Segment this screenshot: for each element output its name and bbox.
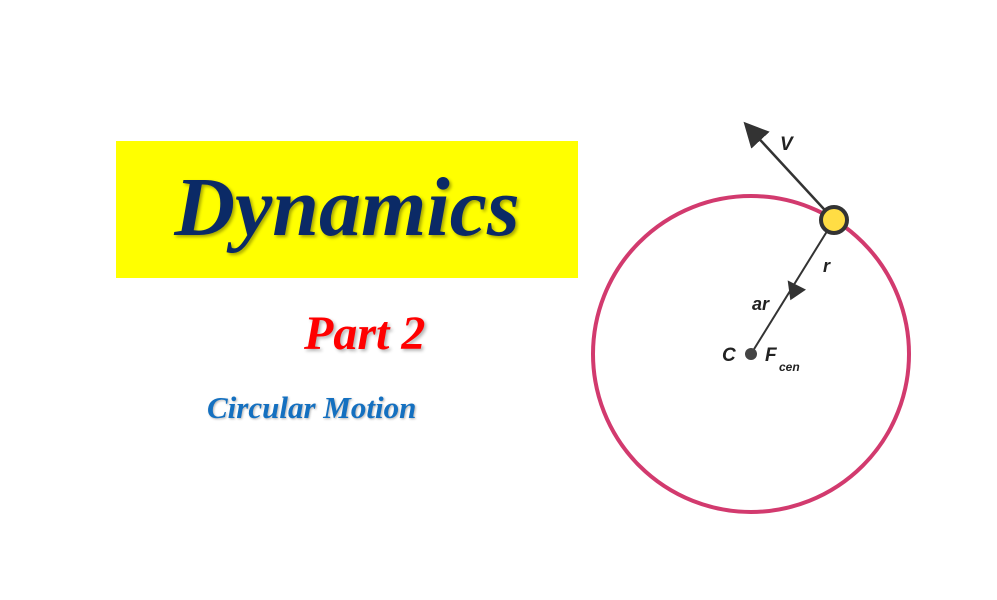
force-label: F — [765, 345, 778, 366]
center-point — [745, 348, 757, 360]
acceleration-label: ar — [752, 294, 770, 314]
acceleration-arrowhead — [787, 280, 806, 301]
velocity-arrow — [743, 121, 835, 221]
subtitle: Circular Motion — [207, 390, 417, 425]
force-subscript: cen — [779, 360, 800, 374]
circular-path — [591, 194, 911, 514]
slide-title: Dynamics — [174, 161, 520, 254]
center-label: C — [722, 345, 736, 366]
title-banner: Dynamics — [116, 141, 578, 278]
part-label: Part 2 — [304, 307, 426, 360]
radius-label: r — [823, 256, 831, 276]
ball — [819, 205, 849, 235]
velocity-label: V — [780, 134, 794, 155]
